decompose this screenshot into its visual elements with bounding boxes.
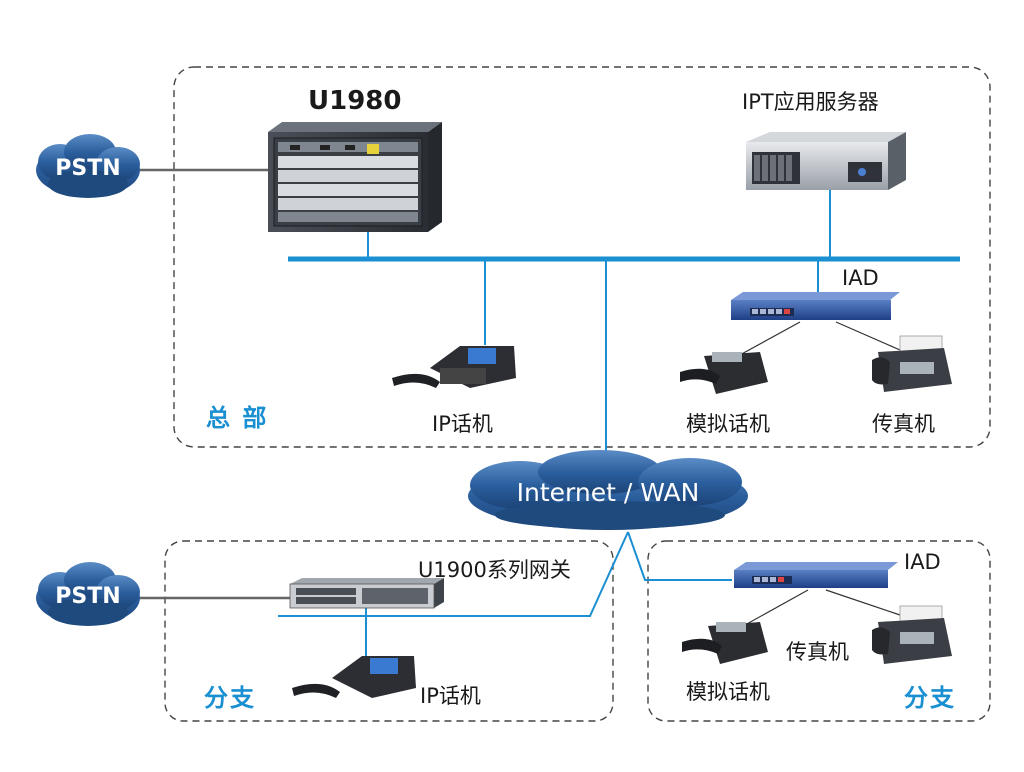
wan-branch-left-link: [278, 531, 629, 617]
analog-phone-branch-label: 模拟话机: [686, 680, 770, 704]
ipt-server-device: [746, 132, 906, 190]
pstn-branch-label: PSTN: [55, 584, 121, 609]
fax-branch-device: [872, 605, 952, 664]
iad-hq-analog-link: [737, 321, 801, 357]
branch-right-site-label: 分支: [904, 684, 956, 712]
ip-phone-hq-label: IP话机: [432, 412, 493, 436]
iad-hq-device: [731, 292, 900, 320]
iad-branch-label: IAD: [904, 550, 941, 574]
ipt-server-label: IPT应用服务器: [742, 90, 879, 114]
iad-hq-fax-link: [835, 321, 901, 351]
fax-hq-device: [872, 335, 952, 392]
ip-phone-branch-label: IP话机: [420, 684, 481, 708]
wan-branch-right-link: [627, 531, 732, 581]
pstn-hq-label: PSTN: [55, 156, 121, 181]
wan-cloud: [468, 450, 748, 530]
u1980-device: [268, 122, 442, 232]
analog-phone-hq-device: [680, 352, 768, 394]
u1900-device: [289, 578, 444, 609]
iad-branch-fax-link: [825, 589, 901, 616]
branch-right-frame: [647, 540, 991, 722]
u1900-label: U1900系列网关: [418, 558, 571, 582]
pstn-hq-cloud: [36, 134, 140, 198]
hq-site-frame: [173, 66, 991, 448]
branch-left-frame: [164, 540, 614, 722]
analog-phone-branch-device: [682, 622, 768, 664]
branch-left-site-label: 分支: [204, 684, 256, 712]
analog-phone-hq-label: 模拟话机: [686, 412, 770, 436]
u1980-label: U1980: [308, 86, 402, 116]
ip-phone-branch-device: [292, 656, 416, 698]
pstn-branch-cloud: [36, 562, 140, 626]
fax-branch-label: 传真机: [786, 640, 849, 664]
fax-hq-label: 传真机: [872, 412, 935, 436]
wan-label: Internet / WAN: [516, 478, 700, 507]
ip-phone-hq-device: [392, 346, 516, 388]
hq-site-label: 总 部: [206, 404, 269, 432]
iad-branch-device: [734, 562, 898, 588]
iad-branch-analog-link: [744, 589, 809, 626]
iad-hq-label: IAD: [842, 266, 879, 290]
